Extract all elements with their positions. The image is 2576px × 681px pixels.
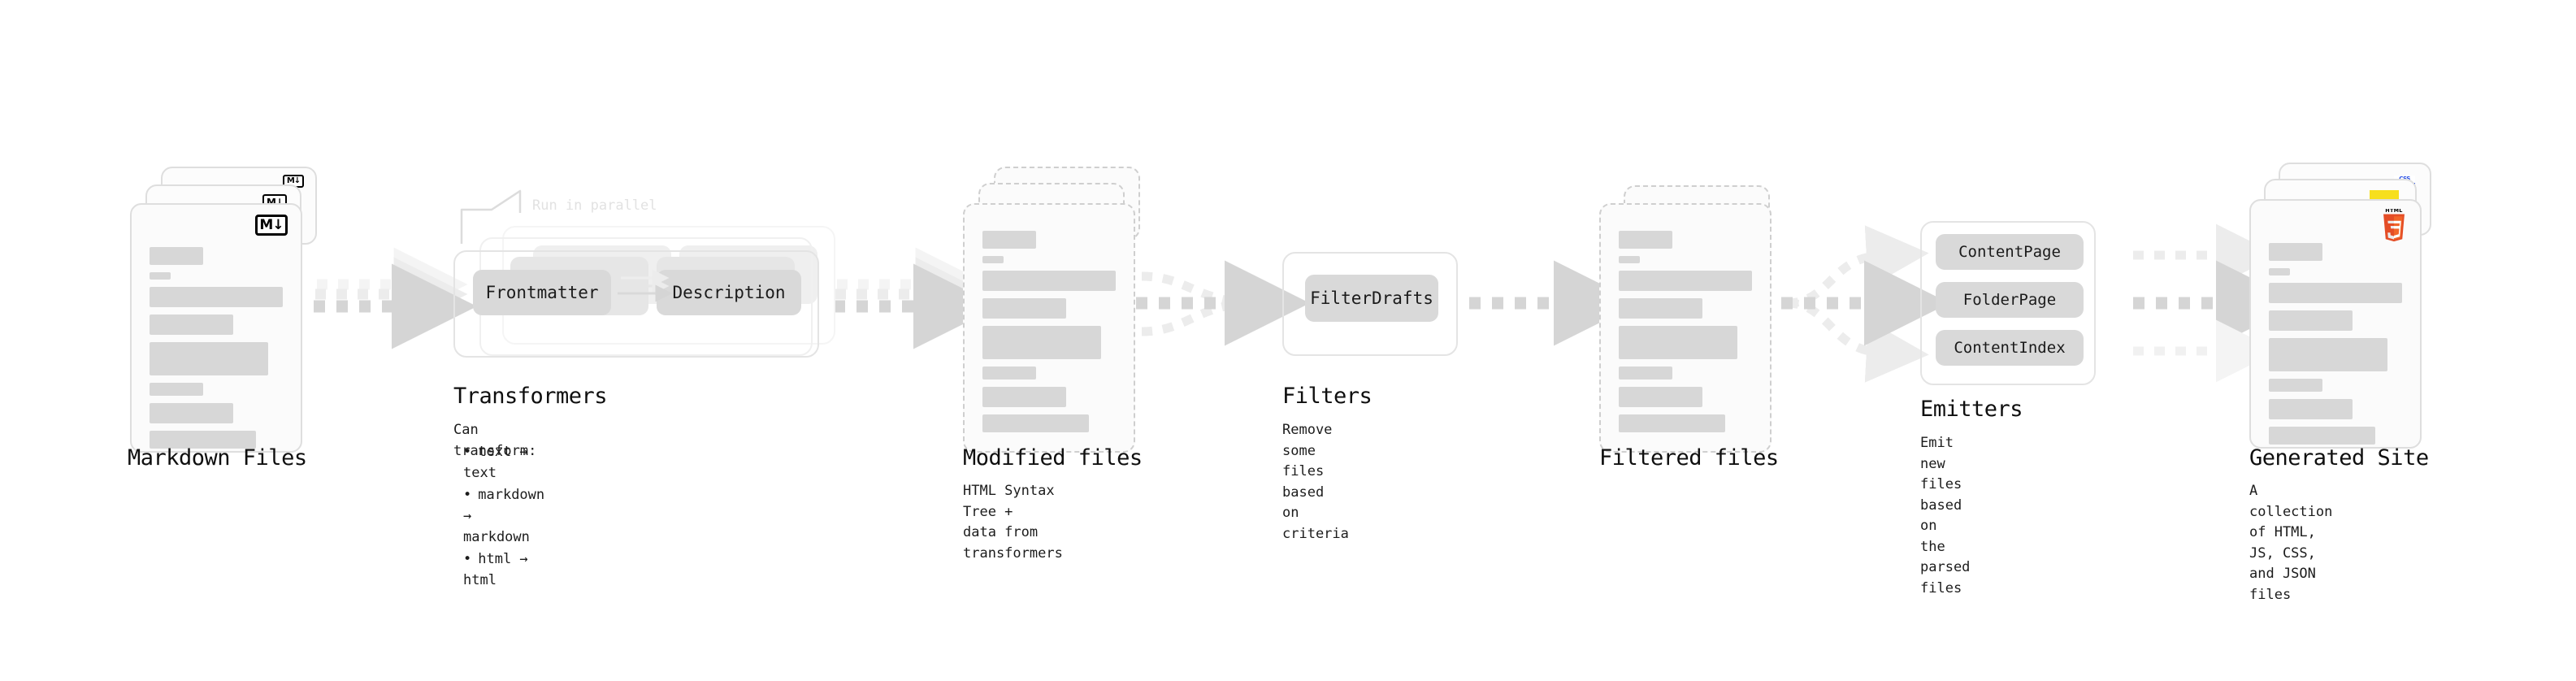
caption-generated-site: Generated Site [2249,445,2429,471]
subtitle-emitters: Emit new files based on the parsed files [1920,435,1971,596]
transformers-group[interactable]: Frontmatter Description [453,250,819,358]
subtitle-generated-site: A collection of HTML, JS, CSS, and JSON … [2249,483,2333,603]
html5-icon: HTML [2379,207,2409,243]
caption-transformers: Transformers [453,384,608,409]
caption-filters: Filters [1282,384,1373,409]
bullet-text-to-text: text → text [463,441,544,484]
chip-description[interactable]: Description [657,270,801,315]
transformers-bullet-list: text → text markdown → markdown html → h… [453,441,544,591]
markdown-doc-front[interactable]: M↓ [130,203,302,453]
site-doc-front[interactable]: HTML [2249,199,2422,449]
bullet-html-to-html: html → html [463,549,544,592]
subtitle-modified-files: HTML Syntax Tree + data from transformer… [963,483,1063,562]
connector-markdown-to-transformers [314,247,477,349]
filtered-doc-front[interactable] [1599,203,1772,453]
chip-filterdrafts[interactable]: FilterDrafts [1305,275,1438,322]
bullet-markdown-to-markdown: markdown → markdown [463,484,544,549]
chip-folderpage[interactable]: FolderPage [1936,282,2084,318]
chip-frontmatter[interactable]: Frontmatter [473,270,611,315]
connector-transformers-to-modified [834,247,999,349]
connector-emitters-to-site [2133,223,2301,383]
svg-text:HTML: HTML [2385,209,2402,214]
emitters-group[interactable]: ContentPage FolderPage ContentIndex [1920,221,2096,385]
doc-placeholder-lines [150,247,283,449]
caption-markdown-files: Markdown Files [128,445,307,471]
filters-group[interactable]: FilterDrafts [1282,252,1458,356]
chip-contentindex[interactable]: ContentIndex [1936,330,2084,366]
chip-contentpage[interactable]: ContentPage [1936,234,2084,270]
doc-placeholder-lines [982,231,1116,432]
run-in-parallel-label: Run in parallel [532,197,657,214]
connector-modified-to-filters [1136,260,1310,346]
markdown-icon: M↓ [255,215,288,236]
caption-filtered-files: Filtered files [1599,445,1779,471]
connector-filtered-to-emitters [1781,225,1949,383]
doc-placeholder-lines [1619,231,1752,432]
caption-emitters: Emitters [1920,397,2023,422]
caption-modified-files: Modified files [963,445,1143,471]
doc-placeholder-lines [2269,243,2402,445]
modified-doc-front[interactable] [963,203,1135,453]
subtitle-filters: Remove some files based on criteria [1282,422,1349,542]
